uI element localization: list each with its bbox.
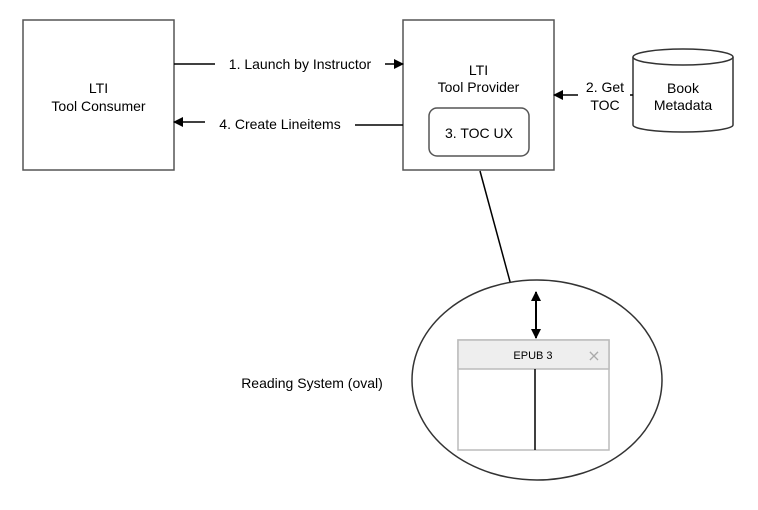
book-metadata-line2: Metadata (654, 97, 713, 113)
edge-get-toc-line1: 2. Get (586, 79, 624, 95)
reading-system-label: Reading System (oval) (241, 375, 383, 391)
tool-provider-node: LTI Tool Provider 3. TOC UX (402, 19, 555, 171)
provider-to-reading-system-line (479, 170, 513, 290)
edge-launch: 1. Launch by Instructor (174, 56, 404, 72)
edge-create-lineitems-label: 4. Create Lineitems (219, 116, 340, 132)
epub-window-title: EPUB 3 (513, 350, 552, 362)
book-metadata-line1: Book (667, 80, 700, 96)
toc-ux-box (428, 107, 530, 157)
epub-window-titlebar (457, 339, 610, 370)
close-icon[interactable]: × (587, 346, 600, 365)
tool-provider-line2: Tool Provider (438, 79, 520, 95)
book-metadata-node: Book Metadata (632, 48, 734, 133)
tool-provider-line1: LTI (469, 62, 488, 78)
tool-consumer-line1: LTI (89, 80, 108, 96)
tool-consumer-node: LTI Tool Consumer (22, 19, 175, 171)
epub-window: EPUB 3 × (457, 339, 610, 451)
edge-create-lineitems: 4. Create Lineitems (173, 116, 403, 132)
edge-get-toc-line2: TOC (590, 97, 619, 113)
edge-get-toc: 2. Get TOC (553, 79, 633, 113)
toc-ux-label: 3. TOC UX (445, 125, 514, 141)
edge-launch-label: 1. Launch by Instructor (229, 56, 372, 72)
tool-consumer-line2: Tool Consumer (51, 98, 145, 114)
